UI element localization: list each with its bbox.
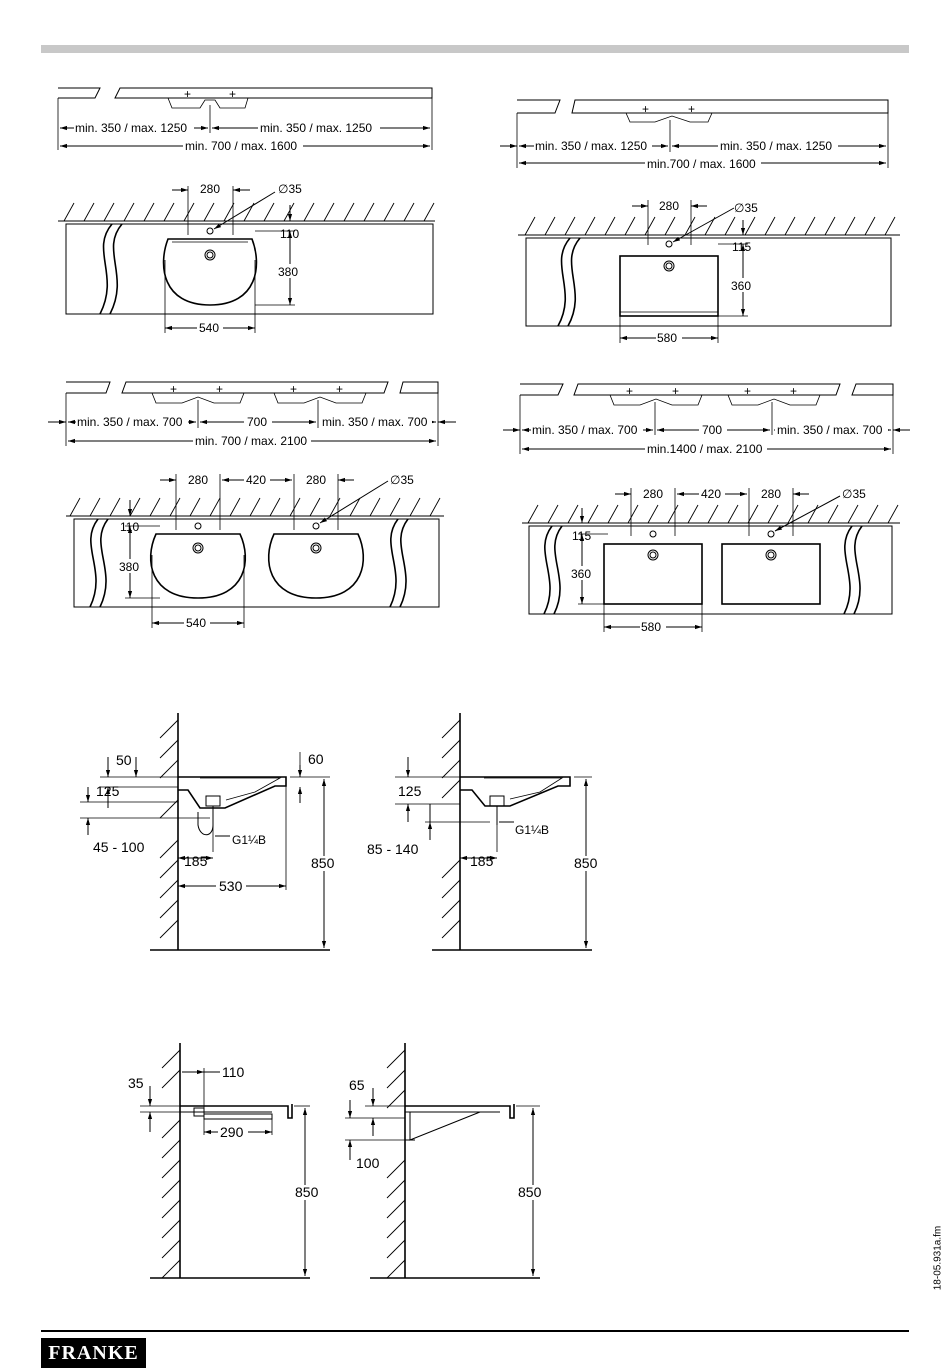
side-a-d50: 50 [116, 752, 132, 768]
panel-c-d280b: 280 [306, 473, 326, 487]
document-reference-text: 18-05.931a.fm [932, 1225, 944, 1291]
side-view-a: 50 125 45 - 100 60 G1¼B 185 530 850 [80, 713, 339, 951]
panel-c-d110: 110 [120, 520, 139, 534]
panel-d-d280b: 280 [761, 487, 781, 501]
panel-d-d115: 115 [572, 529, 591, 543]
header-bar [41, 45, 909, 53]
svg-text:+: + [336, 382, 343, 396]
panel-b-d580: 580 [657, 331, 677, 345]
panel-b-basin-plan: 280 ∅35 115 360 580 [518, 199, 900, 345]
panel-a-dim-right: min. 350 / max. 1250 [260, 121, 372, 135]
panel-c-dim-total: min. 700 / max. 2100 [195, 434, 307, 448]
side-b-d185: 185 [470, 853, 494, 869]
panel-c-countertop-top-view: + + + + min. 350 / max. 700 700 min. 350 /… [48, 381, 456, 448]
panel-d-hole: ∅35 [842, 487, 866, 501]
panel-a-d380: 380 [278, 265, 298, 279]
panel-c-dim-right: min. 350 / max. 700 [322, 415, 428, 429]
panel-d-dim-left: min. 350 / max. 700 [532, 423, 638, 437]
side-a-thread: G1¼B [232, 833, 266, 847]
svg-text:+: + [229, 87, 236, 101]
panel-a-basin-plan: 280 ∅35 110 380 540 [58, 182, 435, 335]
svg-text:+: + [626, 384, 633, 398]
side-a-d850: 850 [311, 855, 335, 871]
panel-b-hole: ∅35 [734, 201, 758, 215]
svg-text:+: + [290, 382, 297, 396]
side-b-d850: 850 [574, 855, 598, 871]
svg-text:+: + [744, 384, 751, 398]
panel-c-d540: 540 [186, 616, 206, 630]
svg-text:+: + [642, 102, 649, 116]
side-a-d185: 185 [184, 853, 208, 869]
svg-text:+: + [672, 384, 679, 398]
panel-a-hole: ∅35 [278, 182, 302, 196]
panel-c-d380: 380 [119, 560, 139, 574]
franke-logo: FRANKE [41, 1338, 146, 1368]
panel-c-hole: ∅35 [390, 473, 414, 487]
side-a-d125: 125 [96, 783, 120, 799]
panel-a-countertop-top-view: + + min. 350 / max. 1250 min. 350 / max. … [57, 87, 433, 153]
panel-b-dim-total: min.700 / max. 1600 [647, 157, 756, 171]
logo-text: FRANKE [48, 1341, 139, 1364]
panel-b-dim-left: min. 350 / max. 1250 [535, 139, 647, 153]
panel-d-dim-mid: 700 [702, 423, 722, 437]
panel-c-dim-mid: 700 [247, 415, 267, 429]
footer-divider [41, 1330, 909, 1332]
panel-d-d420: 420 [701, 487, 721, 501]
document-reference: 18-05.931a.fm [932, 1218, 944, 1298]
panel-d-dim-right: min. 350 / max. 700 [777, 423, 883, 437]
svg-text:+: + [170, 382, 177, 396]
panel-b-d115: 115 [732, 240, 751, 254]
side-a-d530: 530 [219, 878, 243, 894]
panel-a-d540: 540 [199, 321, 219, 335]
bracket-a-d290: 290 [220, 1124, 244, 1140]
panel-d-countertop-top-view: + + + + min. 350 / max. 700 700 min. 350 /… [503, 383, 910, 456]
bracket-b-d65: 65 [349, 1077, 365, 1093]
panel-c-d420: 420 [246, 473, 266, 487]
panel-b-d360: 360 [731, 279, 751, 293]
panel-d-d280a: 280 [643, 487, 663, 501]
panel-c-basin-plan: 280 420 280 ∅35 110 380 540 [66, 473, 444, 630]
bracket-view-b: 65 100 850 [345, 1043, 546, 1279]
side-a-d45-100: 45 - 100 [93, 839, 145, 855]
bracket-b-d850: 850 [518, 1184, 542, 1200]
panel-b-d280: 280 [659, 199, 679, 213]
panel-a-d280: 280 [200, 182, 220, 196]
panel-b-countertop-top-view: + + min. 350 / max. 1250 min. 350 / max. … [500, 99, 889, 171]
bracket-a-d35: 35 [128, 1075, 144, 1091]
svg-text:+: + [688, 102, 695, 116]
bracket-a-d110: 110 [222, 1064, 245, 1080]
svg-text:+: + [216, 382, 223, 396]
panel-b-dim-right: min. 350 / max. 1250 [720, 139, 832, 153]
panel-d-d360: 360 [571, 567, 591, 581]
svg-text:+: + [184, 87, 191, 101]
panel-a-d110: 110 [280, 227, 299, 241]
panel-d-d580: 580 [641, 620, 661, 634]
panel-a-dim-left: min. 350 / max. 1250 [75, 121, 187, 135]
bracket-b-d100: 100 [356, 1155, 380, 1171]
panel-c-d280a: 280 [188, 473, 208, 487]
panel-a-dim-total: min. 700 / max. 1600 [185, 139, 297, 153]
svg-text:+: + [790, 384, 797, 398]
side-b-d85-140: 85 - 140 [367, 841, 419, 857]
side-b-d125: 125 [398, 783, 422, 799]
panel-d-basin-plan: 280 420 280 ∅35 115 360 580 [522, 487, 900, 634]
side-view-b: 125 85 - 140 G1¼B 185 850 [367, 713, 602, 951]
side-a-d60: 60 [308, 751, 324, 767]
panel-d-dim-total: min.1400 / max. 2100 [647, 442, 763, 456]
side-b-thread: G1¼B [515, 823, 549, 837]
bracket-a-d850: 850 [295, 1184, 319, 1200]
panel-c-dim-left: min. 350 / max. 700 [77, 415, 183, 429]
bracket-view-a: 35 110 290 850 [128, 1043, 323, 1279]
